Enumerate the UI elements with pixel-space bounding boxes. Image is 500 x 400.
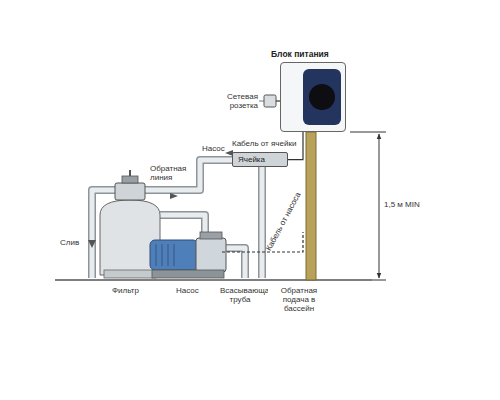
pump-cable-label: Кабель от насоса xyxy=(264,191,303,253)
edge-label: Кабель от ячейки xyxy=(232,139,296,148)
part-label: Насос xyxy=(176,286,199,295)
display-dial xyxy=(309,84,335,110)
unit-display xyxy=(281,63,345,131)
drain-label: Слив xyxy=(60,238,79,247)
return-line-label: Обратная линия xyxy=(150,164,194,182)
power-socket xyxy=(264,95,276,107)
part-label: Всасывающая труба xyxy=(220,286,260,304)
pipe-label: Насос xyxy=(202,144,225,153)
leader-line xyxy=(259,101,264,102)
display-window xyxy=(303,69,341,125)
part-label: Фильтр xyxy=(112,286,139,295)
cell-label: Ячейка xyxy=(238,155,282,164)
electrolysis-cell: Ячейка xyxy=(232,152,288,167)
unit-heading: Блок питания xyxy=(271,50,329,60)
part-label: Обратная подача в бассейн xyxy=(268,286,330,314)
socket-label: Сетевая розетка xyxy=(218,92,258,110)
pipes xyxy=(92,160,262,278)
pipe-highlight xyxy=(92,160,262,278)
dimension-value: 1,5 м MIN xyxy=(384,200,420,209)
pump-cable xyxy=(222,232,303,252)
height-dimension xyxy=(350,132,386,280)
mounting-pole xyxy=(306,132,316,280)
power-unit: Блок питания xyxy=(280,62,346,132)
pump xyxy=(150,232,226,278)
ground-line xyxy=(55,279,372,281)
